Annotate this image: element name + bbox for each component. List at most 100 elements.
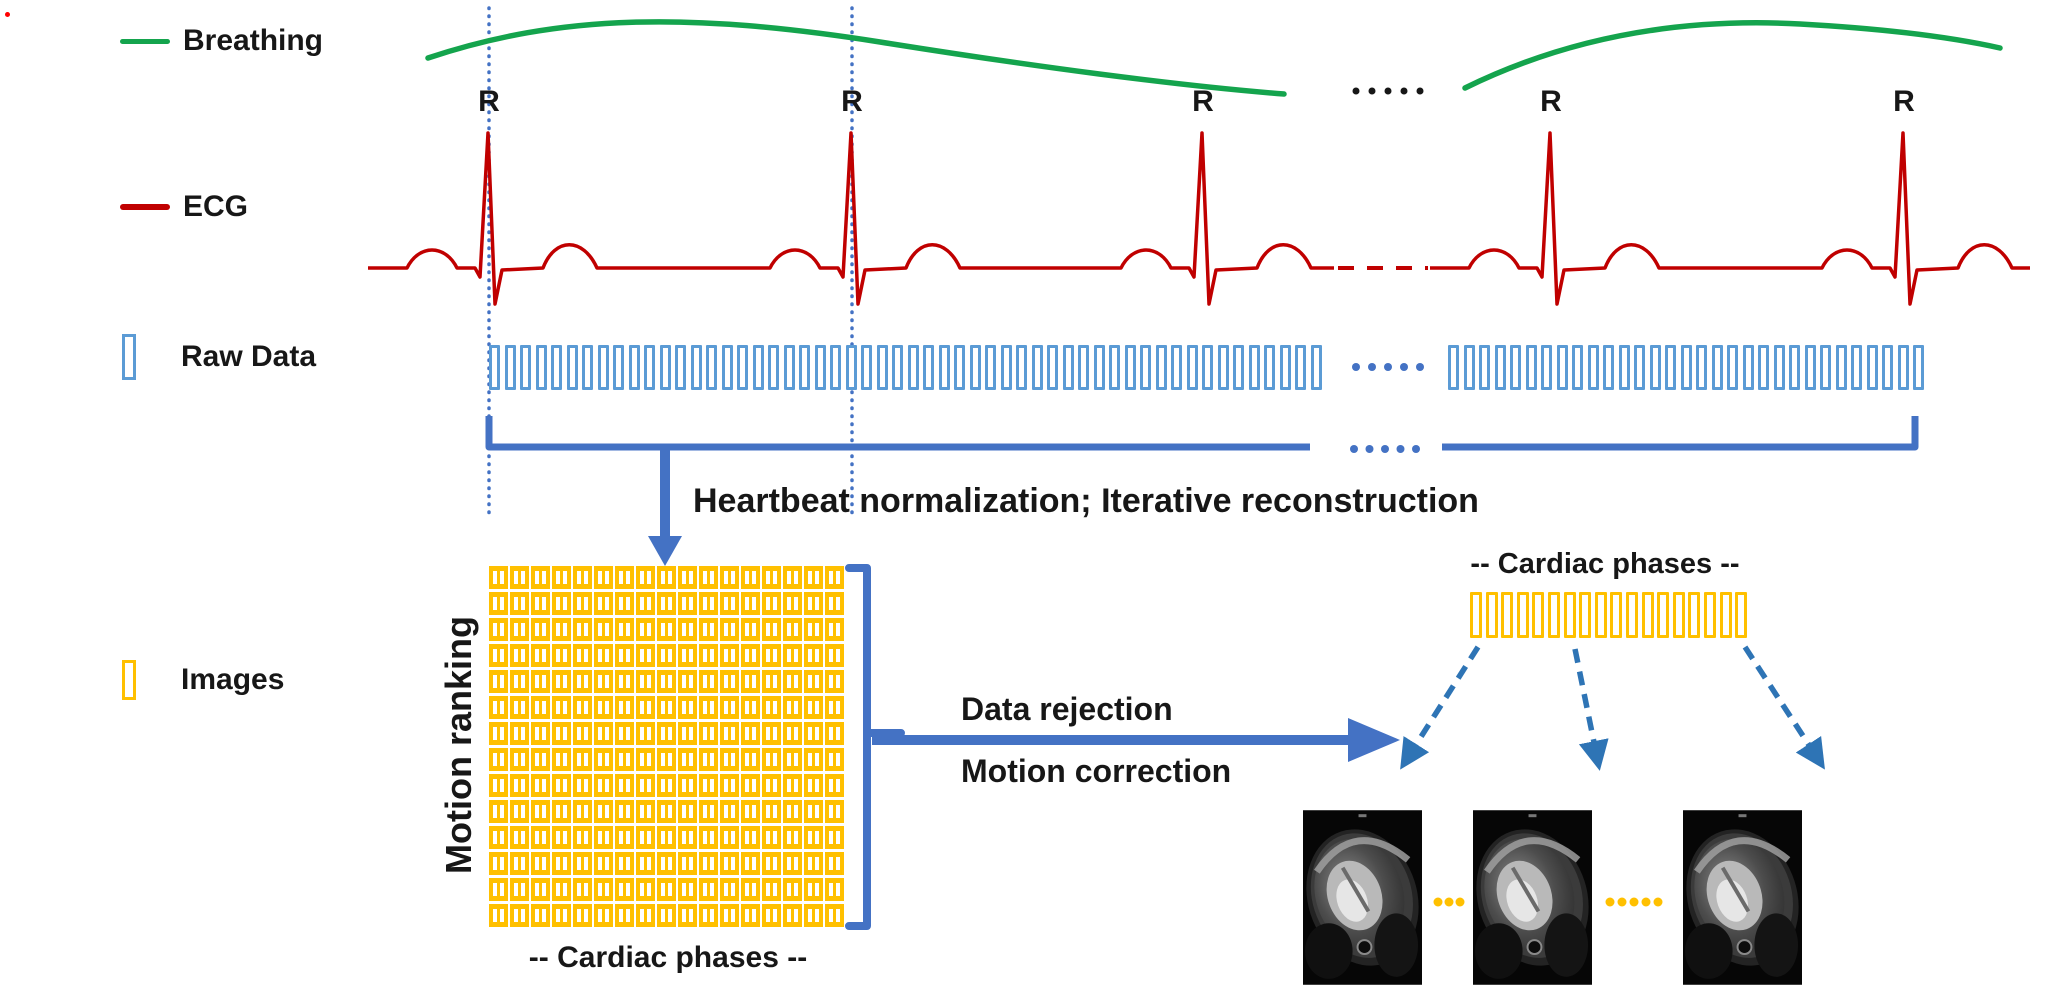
red-dot-artifact bbox=[5, 12, 10, 17]
raw-data-block bbox=[1572, 345, 1583, 390]
image-grid-cell bbox=[531, 618, 550, 641]
raw-data-block bbox=[644, 345, 655, 390]
image-grid-cell bbox=[699, 566, 718, 589]
image-grid-cell bbox=[489, 592, 508, 615]
cardiac-phases-row-label: -- Cardiac phases -- bbox=[1470, 548, 1740, 580]
image-grid-cell bbox=[636, 618, 655, 641]
image-grid-cell bbox=[699, 696, 718, 719]
image-grid-cell bbox=[825, 566, 844, 589]
raw-data-gap-ellipsis bbox=[1352, 363, 1424, 371]
raw-data-block bbox=[1773, 345, 1785, 390]
image-grid-cell bbox=[699, 774, 718, 797]
image-grid-cell bbox=[804, 852, 823, 875]
reconstruction-down-arrow bbox=[648, 444, 682, 566]
raw-data-block bbox=[1047, 345, 1058, 390]
image-grid-cell bbox=[573, 878, 592, 901]
raw-data-block bbox=[1510, 345, 1521, 390]
image-grid-cell bbox=[783, 592, 802, 615]
image-grid-cell bbox=[720, 748, 739, 771]
cardiac-phase-block bbox=[1735, 592, 1748, 638]
image-grid-cell bbox=[825, 800, 844, 823]
image-grid-cell bbox=[489, 774, 508, 797]
image-grid-cell bbox=[489, 670, 508, 693]
raw-data-block bbox=[1186, 345, 1198, 390]
images-block-icon bbox=[122, 660, 136, 700]
image-grid-cell bbox=[636, 878, 655, 901]
image-grid-cell bbox=[741, 904, 760, 927]
raw-data-block bbox=[690, 345, 702, 390]
image-grid-cell bbox=[678, 852, 697, 875]
image-grid-cell bbox=[636, 826, 655, 849]
image-grid-cell bbox=[594, 592, 613, 615]
raw-data-block bbox=[830, 345, 841, 390]
raw-data-block bbox=[504, 345, 516, 390]
image-grid-cell bbox=[825, 852, 844, 875]
raw-data-block bbox=[1525, 345, 1537, 390]
image-grid-cell bbox=[678, 592, 697, 615]
image-grid-cell bbox=[825, 696, 844, 719]
image-grid-cell bbox=[636, 774, 655, 797]
image-grid-cell bbox=[678, 774, 697, 797]
image-grid-cell bbox=[510, 904, 529, 927]
legend-raw-data: Raw Data bbox=[122, 334, 316, 380]
raw-data-block bbox=[597, 345, 609, 390]
image-grid-cell bbox=[783, 748, 802, 771]
cardiac-mri-image-frame bbox=[1303, 810, 1422, 985]
image-grid-cell bbox=[615, 592, 634, 615]
image-grid-cell bbox=[825, 878, 844, 901]
legend-ecg-label: ECG bbox=[183, 190, 249, 223]
image-grid-cell bbox=[489, 826, 508, 849]
ecg-trace bbox=[368, 131, 2030, 306]
image-grid-cell bbox=[762, 566, 781, 589]
image-grid-cell bbox=[699, 618, 718, 641]
image-grid-cell bbox=[825, 592, 844, 615]
image-grid-cell bbox=[657, 618, 676, 641]
image-grid-cell bbox=[741, 696, 760, 719]
image-grid-cell bbox=[783, 800, 802, 823]
raw-data-block bbox=[1587, 345, 1599, 390]
raw-data-block bbox=[938, 345, 950, 390]
raw-data-block bbox=[1202, 345, 1213, 390]
raw-data-block bbox=[1665, 345, 1676, 390]
image-grid-cell bbox=[825, 774, 844, 797]
image-grid-cell bbox=[741, 670, 760, 693]
image-grid-cell bbox=[825, 748, 844, 771]
raw-data-block bbox=[1233, 345, 1244, 390]
image-grid-cell bbox=[615, 644, 634, 667]
image-grid-cell bbox=[657, 644, 676, 667]
legend-raw-data-label: Raw Data bbox=[181, 340, 317, 373]
raw-data-block bbox=[1248, 345, 1260, 390]
image-grid-cell bbox=[552, 696, 571, 719]
image-grid-cell bbox=[720, 670, 739, 693]
image-grid-cell bbox=[573, 592, 592, 615]
raw-data-block bbox=[1649, 345, 1661, 390]
image-grid-cell bbox=[762, 904, 781, 927]
image-grid-cell bbox=[783, 774, 802, 797]
image-grid-cell bbox=[552, 800, 571, 823]
raw-data-block bbox=[551, 345, 562, 390]
image-grid-cell bbox=[489, 748, 508, 771]
raw-data-block bbox=[1742, 345, 1754, 390]
image-grid-cell bbox=[678, 670, 697, 693]
raw-data-block bbox=[768, 345, 779, 390]
image-grid-cell bbox=[636, 696, 655, 719]
cardiac-phase-block bbox=[1501, 592, 1514, 638]
image-grid-cell bbox=[510, 800, 529, 823]
image-grid-cell bbox=[741, 852, 760, 875]
image-grid-cell bbox=[615, 904, 634, 927]
image-grid-cell bbox=[825, 826, 844, 849]
image-grid-cell bbox=[804, 696, 823, 719]
cardiac-phase-block bbox=[1641, 592, 1654, 638]
raw-data-block bbox=[1031, 345, 1043, 390]
raw-data-block bbox=[1078, 345, 1089, 390]
image-grid-cell bbox=[531, 566, 550, 589]
cardiac-mri-image bbox=[1303, 810, 1422, 985]
image-grid-cell bbox=[657, 592, 676, 615]
image-grid-cell bbox=[615, 748, 634, 771]
raw-data-block bbox=[1217, 345, 1229, 390]
image-grid-cell bbox=[615, 722, 634, 745]
image-grid-cell bbox=[741, 800, 760, 823]
image-grid-cell bbox=[699, 592, 718, 615]
raw-data-block-icon bbox=[122, 334, 136, 380]
